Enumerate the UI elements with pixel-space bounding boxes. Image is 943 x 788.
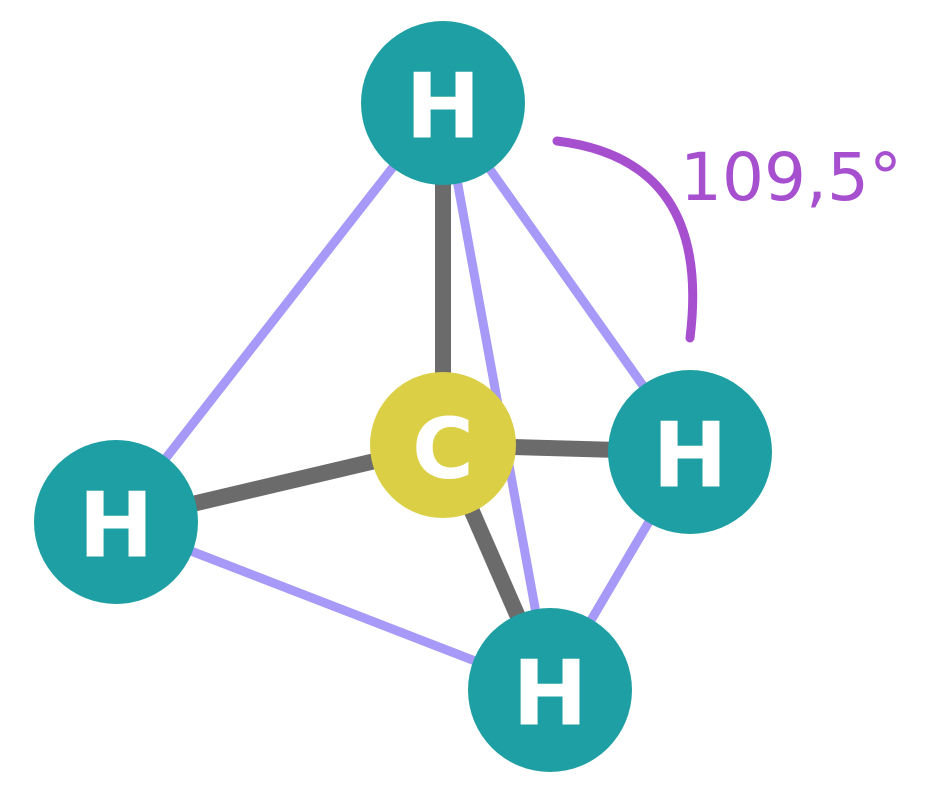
carbon-atom-label: C	[412, 400, 474, 498]
hydrogen-atom-left: H	[34, 440, 198, 604]
hydrogen-atom-top: H	[361, 21, 525, 185]
hydrogen-atom-circle	[361, 21, 525, 185]
bond-angle-label: 109,5°	[680, 139, 902, 216]
hydrogen-atom-label: H	[512, 642, 587, 747]
carbon-atom-circle	[370, 372, 516, 518]
hydrogen-atom-circle	[468, 608, 632, 772]
hydrogen-atom-bottom: H	[468, 608, 632, 772]
hydrogen-atom-label: H	[78, 474, 153, 579]
hydrogen-atom-circle	[608, 370, 772, 534]
hydrogen-atom-circle	[34, 440, 198, 604]
edge-top-left	[111, 98, 448, 527]
hydrogen-atom-label: H	[405, 55, 480, 160]
bond-angle-arc	[552, 136, 698, 343]
hydrogen-atom-right: H	[608, 370, 772, 534]
hydrogen-atom-label: H	[652, 404, 727, 509]
carbon-atom: C	[370, 372, 516, 518]
